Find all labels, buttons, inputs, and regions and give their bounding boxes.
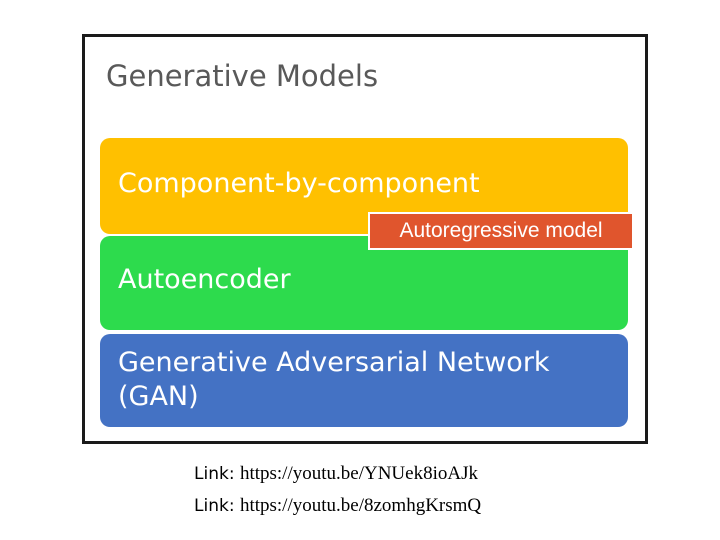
- video-link-1[interactable]: https://youtu.be/YNUek8ioAJk: [239, 463, 478, 484]
- slide-title: Generative Models: [106, 59, 379, 93]
- links-block: Link: https://youtu.be/YNUek8ioAJk Link:…: [194, 458, 481, 522]
- link-row-1: Link: https://youtu.be/YNUek8ioAJk: [194, 458, 481, 490]
- link-row-2: Link: https://youtu.be/8zomhgKrsmQ: [194, 490, 481, 522]
- card-autoencoder: Autoencoder: [100, 236, 628, 330]
- link-prefix: Link:: [194, 496, 235, 516]
- card-gan: Generative Adversarial Network (GAN): [100, 334, 628, 427]
- card-label-autoencoder: Autoencoder: [118, 264, 291, 295]
- callout-autoregressive-model: Autoregressive model: [368, 212, 634, 250]
- video-link-2[interactable]: https://youtu.be/8zomhgKrsmQ: [239, 495, 482, 516]
- card-label-gan: Generative Adversarial Network (GAN): [118, 347, 550, 412]
- card-label-component-by-component: Component-by-component: [118, 168, 480, 199]
- link-prefix: Link:: [194, 464, 235, 484]
- card-component-by-component: Component-by-component: [100, 138, 628, 234]
